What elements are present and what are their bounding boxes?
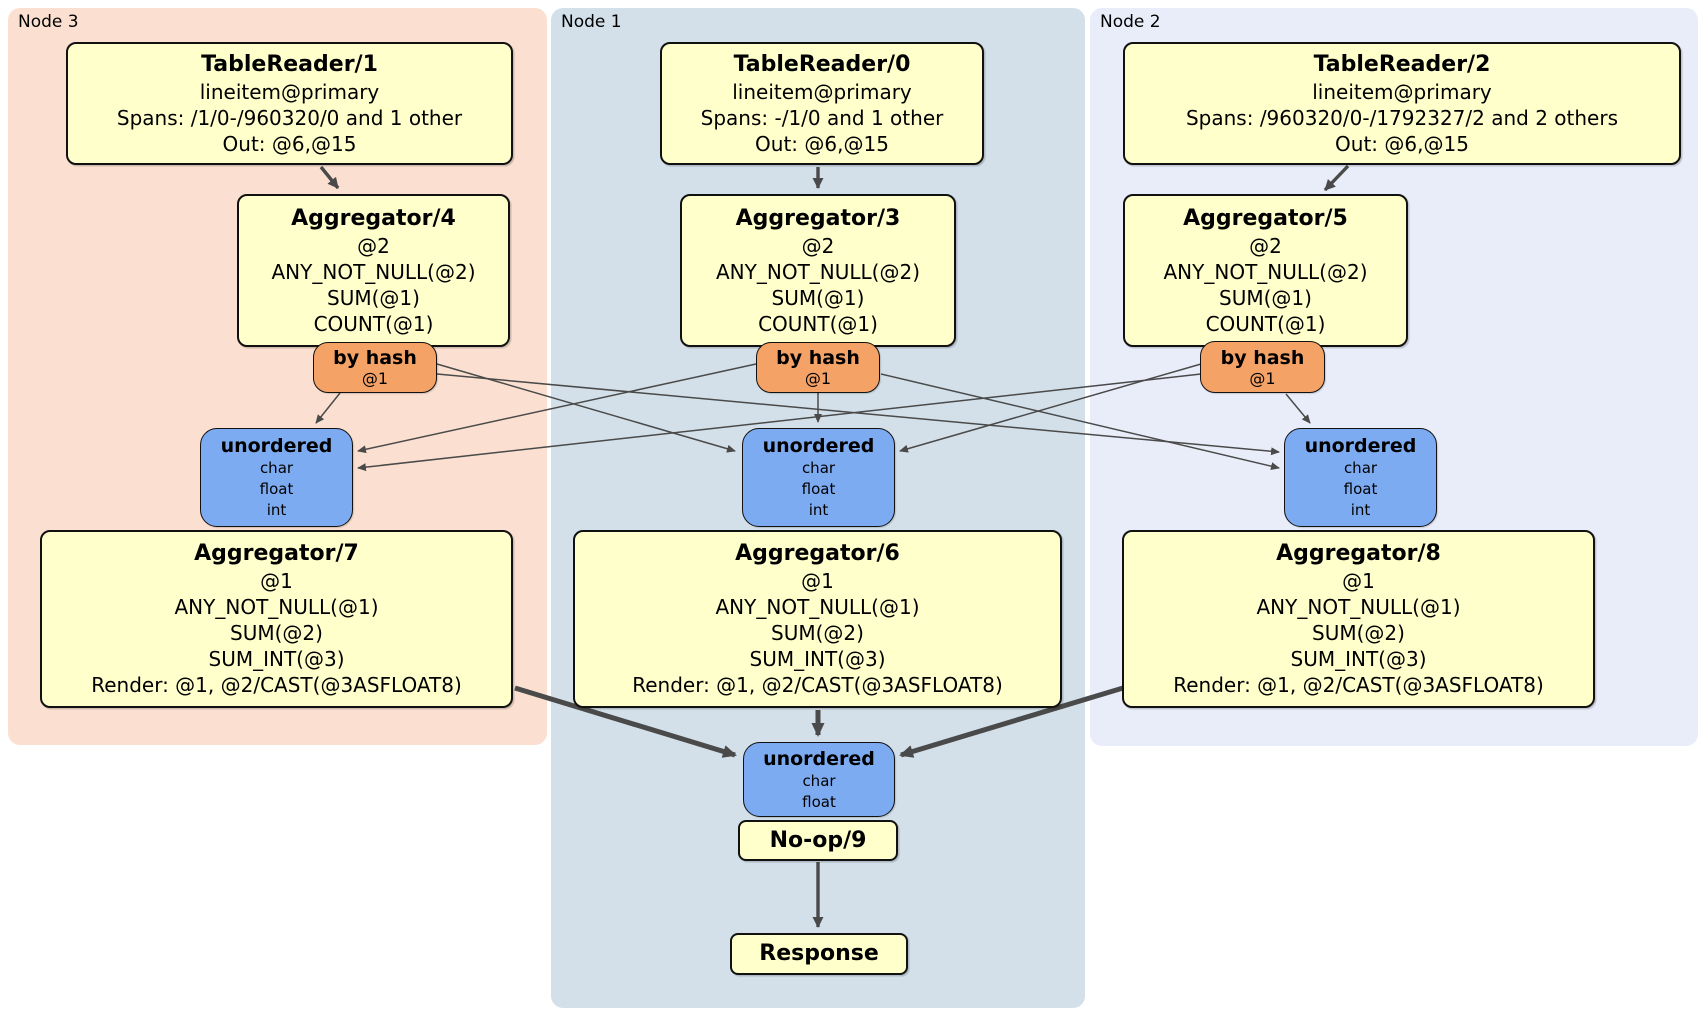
aggregator-6-title: Aggregator/6 xyxy=(735,541,900,566)
aggregator-4-fn2: SUM(@1) xyxy=(327,285,420,310)
unordered-sync-8: unordered char float int xyxy=(1284,428,1437,527)
unordered-sync-6-title: unordered xyxy=(762,435,875,457)
hash-router-3-title: by hash xyxy=(776,347,860,369)
aggregator-6-fn1: ANY_NOT_NULL(@1) xyxy=(715,595,920,619)
aggregator-4-group: @2 xyxy=(357,233,390,258)
panel-node-3-label: Node 3 xyxy=(18,12,79,32)
aggregator-5-title: Aggregator/5 xyxy=(1183,205,1348,231)
response-box: Response xyxy=(730,933,908,975)
aggregator-5-fn2: SUM(@1) xyxy=(1219,285,1312,310)
tablereader-2-index: lineitem@primary xyxy=(1312,79,1492,104)
aggregator-3-group: @2 xyxy=(801,233,835,258)
aggregator-3-title: Aggregator/3 xyxy=(735,205,901,231)
sync-type-char: char xyxy=(802,771,836,790)
tablereader-1-spans: Spans: /1/0-/960320/0 and 1 other xyxy=(116,105,463,130)
tablereader-2-title: TableReader/2 xyxy=(1313,51,1491,77)
panel-node-2-label: Node 2 xyxy=(1100,12,1161,32)
sync-type-float: float xyxy=(259,480,294,498)
response-title: Response xyxy=(759,941,879,966)
sync-type-float: float xyxy=(801,480,836,498)
sync-type-float: float xyxy=(802,792,836,811)
aggregator-5-fn1: ANY_NOT_NULL(@2) xyxy=(1163,259,1368,284)
noop-9-title: No-op/9 xyxy=(769,827,867,853)
aggregator-6-fn2: SUM(@2) xyxy=(771,621,864,645)
hash-router-3-columns: @1 xyxy=(804,369,832,388)
aggregator-7-render: Render: @1, @2/CAST(@3ASFLOAT8) xyxy=(91,673,462,697)
panel-node-1-label: Node 1 xyxy=(561,12,622,32)
aggregator-8-fn2: SUM(@2) xyxy=(1312,621,1405,645)
tablereader-2-box: TableReader/2 lineitem@primary Spans: /9… xyxy=(1123,42,1681,165)
aggregator-6-group: @1 xyxy=(801,569,834,593)
aggregator-8-fn3: SUM_INT(@3) xyxy=(1290,647,1427,671)
aggregator-8-fn1: ANY_NOT_NULL(@1) xyxy=(1256,595,1461,619)
tablereader-1-title: TableReader/1 xyxy=(201,51,378,77)
tablereader-1-box: TableReader/1 lineitem@primary Spans: /1… xyxy=(66,42,513,165)
aggregator-4-title: Aggregator/4 xyxy=(291,205,456,231)
tablereader-0-spans: Spans: -/1/0 and 1 other xyxy=(700,105,944,130)
aggregator-5-group: @2 xyxy=(1249,233,1282,258)
unordered-sync-7: unordered char float int xyxy=(200,428,353,527)
hash-router-3: by hash @1 xyxy=(756,342,880,393)
tablereader-2-spans: Spans: /960320/0-/1792327/2 and 2 others xyxy=(1185,105,1618,130)
sync-type-char: char xyxy=(801,459,836,477)
aggregator-4-box: Aggregator/4 @2 ANY_NOT_NULL(@2) SUM(@1)… xyxy=(237,194,510,347)
aggregator-4-fn3: COUNT(@1) xyxy=(313,311,434,336)
tablereader-0-box: TableReader/0 lineitem@primary Spans: -/… xyxy=(660,42,984,165)
aggregator-8-title: Aggregator/8 xyxy=(1276,541,1441,566)
unordered-sync-7-title: unordered xyxy=(220,435,333,457)
aggregator-6-render: Render: @1, @2/CAST(@3ASFLOAT8) xyxy=(632,673,1003,697)
sync-type-char: char xyxy=(259,459,294,477)
tablereader-2-out: Out: @6,@15 xyxy=(1335,131,1469,156)
unordered-sync-final-title: unordered xyxy=(763,747,875,770)
unordered-sync-6: unordered char float int xyxy=(742,428,895,527)
aggregator-4-fn1: ANY_NOT_NULL(@2) xyxy=(271,259,476,284)
sync-type-int: int xyxy=(266,501,287,519)
aggregator-8-render: Render: @1, @2/CAST(@3ASFLOAT8) xyxy=(1173,673,1544,697)
aggregator-7-group: @1 xyxy=(260,569,293,593)
tablereader-0-title: TableReader/0 xyxy=(733,51,911,77)
aggregator-7-fn1: ANY_NOT_NULL(@1) xyxy=(174,595,379,619)
aggregator-5-box: Aggregator/5 @2 ANY_NOT_NULL(@2) SUM(@1)… xyxy=(1123,194,1408,347)
sync-type-int: int xyxy=(808,501,829,519)
hash-router-4: by hash @1 xyxy=(313,342,437,393)
aggregator-7-fn2: SUM(@2) xyxy=(230,621,323,645)
aggregator-7-title: Aggregator/7 xyxy=(194,541,359,566)
hash-router-5-title: by hash xyxy=(1220,346,1305,369)
aggregator-3-fn3: COUNT(@1) xyxy=(758,311,878,336)
hash-router-4-title: by hash xyxy=(333,347,417,369)
aggregator-7-box: Aggregator/7 @1 ANY_NOT_NULL(@1) SUM(@2)… xyxy=(40,530,513,708)
noop-9-box: No-op/9 xyxy=(738,820,898,861)
tablereader-1-index: lineitem@primary xyxy=(199,79,380,104)
tablereader-0-out: Out: @6,@15 xyxy=(755,131,889,156)
aggregator-8-group: @1 xyxy=(1342,569,1375,593)
sync-type-int: int xyxy=(1350,501,1371,519)
tablereader-0-index: lineitem@primary xyxy=(732,79,912,104)
hash-router-4-columns: @1 xyxy=(361,369,389,388)
aggregator-5-fn3: COUNT(@1) xyxy=(1205,311,1326,336)
unordered-sync-final: unordered char float xyxy=(743,742,895,817)
aggregator-3-fn2: SUM(@1) xyxy=(771,285,865,310)
aggregator-7-fn3: SUM_INT(@3) xyxy=(208,647,345,671)
aggregator-6-fn3: SUM_INT(@3) xyxy=(749,647,886,671)
aggregator-6-box: Aggregator/6 @1 ANY_NOT_NULL(@1) SUM(@2)… xyxy=(573,530,1062,708)
sync-type-float: float xyxy=(1343,480,1378,498)
hash-router-5: by hash @1 xyxy=(1200,341,1325,393)
hash-router-5-columns: @1 xyxy=(1249,368,1276,388)
sync-type-char: char xyxy=(1343,459,1378,477)
aggregator-3-box: Aggregator/3 @2 ANY_NOT_NULL(@2) SUM(@1)… xyxy=(680,194,956,347)
aggregator-3-fn1: ANY_NOT_NULL(@2) xyxy=(716,259,920,284)
aggregator-8-box: Aggregator/8 @1 ANY_NOT_NULL(@1) SUM(@2)… xyxy=(1122,530,1595,708)
tablereader-1-out: Out: @6,@15 xyxy=(222,131,357,156)
unordered-sync-8-title: unordered xyxy=(1304,435,1417,457)
